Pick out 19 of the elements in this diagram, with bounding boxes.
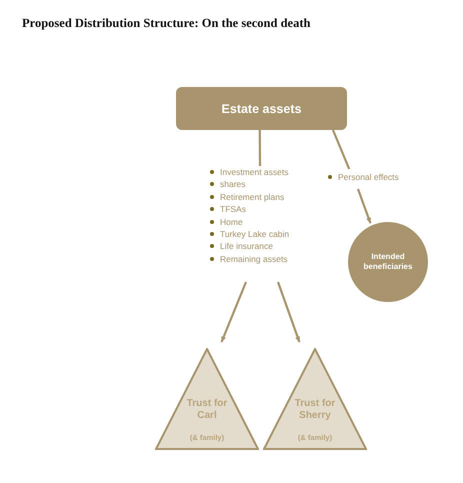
asset-list-item: Personal effects [326, 171, 406, 184]
asset-list-item: Retirement plans [208, 190, 308, 204]
trust-name: Trust for Sherry [294, 398, 336, 421]
diagram-title: Proposed Distribution Structure: On the second death [22, 16, 310, 31]
asset-list-item: Investment assets [208, 166, 308, 178]
asset-list-item: shares [208, 178, 308, 191]
estate-box: Estate assets [176, 87, 347, 130]
trust-name: Trust for Carl [186, 398, 228, 421]
arrow [220, 282, 248, 343]
arrow [356, 188, 372, 224]
beneficiary-circle: Intended beneficiaries [348, 222, 428, 302]
asset-list-item: Remaining assets [208, 252, 308, 266]
asset-list-item: Turkey Lake cabin [208, 228, 308, 240]
asset-list-item: Life insurance [208, 240, 308, 253]
connector-line [258, 130, 262, 166]
asset-list-item: TFSAs [208, 203, 308, 216]
asset-list-item: Home [208, 216, 308, 228]
connector-line [332, 130, 350, 170]
arrow [276, 282, 300, 343]
